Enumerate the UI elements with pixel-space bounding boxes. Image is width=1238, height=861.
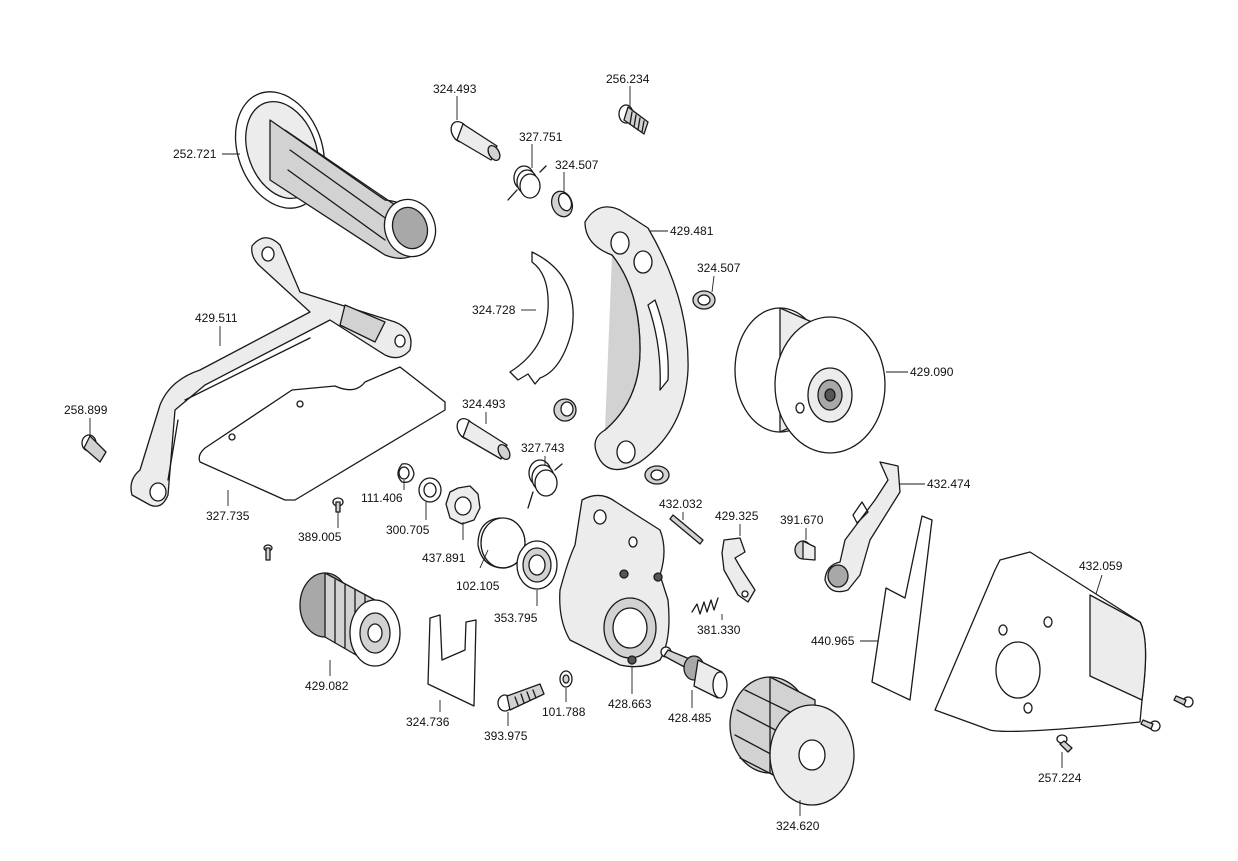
bushing-top-drawing[interactable]	[548, 188, 576, 219]
handle-grip-drawing[interactable]	[220, 79, 443, 264]
part-label-111-406: 111.406	[361, 491, 403, 505]
gearbox-housing-drawing[interactable]	[559, 494, 670, 668]
part-label-429-481: 429.481	[670, 224, 714, 238]
knob-drawing[interactable]	[794, 540, 816, 561]
part-label-327-743: 327.743	[521, 441, 565, 455]
shaft-drawing[interactable]	[660, 646, 728, 699]
part-label-256-234: 256.234	[606, 72, 650, 86]
part-label-393-975: 393.975	[484, 729, 528, 743]
part-label-252-721: 252.721	[173, 147, 217, 161]
part-label-324-728: 324.728	[472, 303, 516, 317]
part-label-300-705: 300.705	[386, 523, 430, 537]
shim-440-drawing[interactable]	[871, 515, 933, 701]
washer-300-drawing[interactable]	[418, 477, 442, 503]
part-label-353-795: 353.795	[494, 611, 538, 625]
part-label-432-474: 432.474	[927, 477, 971, 491]
pin-mid-drawing[interactable]	[454, 415, 513, 461]
part-label-432-059: 432.059	[1079, 559, 1123, 573]
pulley-drawing[interactable]	[734, 307, 886, 454]
part-label-327-735: 327.735	[206, 509, 250, 523]
gear-nut-drawing[interactable]	[445, 485, 481, 525]
part-label-428-485: 428.485	[668, 711, 712, 725]
part-label-257-224: 257.224	[1038, 771, 1082, 785]
part-label-324-620: 324.620	[776, 819, 820, 833]
bolt-393-drawing[interactable]	[497, 683, 545, 712]
part-label-324-736: 324.736	[406, 715, 450, 729]
part-label-327-751: 327.751	[519, 130, 563, 144]
part-drawings	[81, 79, 1194, 806]
circlip-drawing[interactable]	[397, 463, 415, 483]
leader-lines	[89, 86, 1103, 816]
arc-bracket-drawing[interactable]	[584, 206, 689, 471]
part-label-429-082: 429.082	[305, 679, 349, 693]
drive-roller-drawing[interactable]	[299, 572, 401, 667]
part-label-428-663: 428.663	[608, 697, 652, 711]
part-label-381-330: 381.330	[697, 623, 741, 637]
curved-shim-drawing[interactable]	[509, 251, 574, 385]
part-labels: 324.493 256.234 327.751 252.721 324.507 …	[64, 72, 1123, 833]
screw-389-drawing[interactable]	[263, 497, 344, 561]
part-label-432-032: 432.032	[659, 497, 703, 511]
part-label-324-507-mid: 324.507	[697, 261, 741, 275]
pin-top-drawing[interactable]	[448, 118, 503, 162]
part-label-101-788: 101.788	[542, 705, 586, 719]
release-lever-drawing[interactable]	[824, 461, 901, 593]
part-label-102-105: 102.105	[456, 579, 500, 593]
part-label-429-090: 429.090	[910, 365, 954, 379]
spring-743-drawing[interactable]	[527, 459, 563, 509]
part-label-324-507-top: 324.507	[555, 158, 599, 172]
part-label-440-965: 440.965	[811, 634, 855, 648]
cover-plate-drawing[interactable]	[934, 551, 1147, 733]
rubber-wheel-drawing[interactable]	[729, 676, 855, 806]
washer-101-drawing[interactable]	[559, 670, 573, 688]
bushing-lower-drawing[interactable]	[553, 398, 670, 485]
bushing-mid-drawing[interactable]	[692, 290, 716, 310]
part-label-258-899: 258.899	[64, 403, 108, 417]
pin-432-032-drawing[interactable]	[669, 514, 704, 545]
latch-drawing[interactable]	[721, 537, 756, 603]
bearing-drawing[interactable]	[516, 540, 558, 590]
part-label-437-891: 437.891	[422, 551, 466, 565]
part-label-429-325: 429.325	[715, 509, 759, 523]
spring-381-drawing[interactable]	[691, 597, 719, 615]
bolt-256-drawing[interactable]	[618, 104, 649, 135]
part-label-389-005: 389.005	[298, 530, 342, 544]
part-label-391-670: 391.670	[780, 513, 824, 527]
lever-arm-drawing[interactable]	[130, 237, 412, 507]
part-label-324-493-mid: 324.493	[462, 397, 506, 411]
small-screws-drawing[interactable]	[1056, 695, 1194, 753]
part-label-324-493-top: 324.493	[433, 82, 477, 96]
part-label-429-511: 429.511	[195, 311, 238, 325]
flat-plate-drawing[interactable]	[198, 366, 446, 501]
spring-751-drawing[interactable]	[507, 165, 547, 201]
shim-736-drawing[interactable]	[427, 614, 477, 707]
screw-258-drawing[interactable]	[81, 434, 107, 463]
